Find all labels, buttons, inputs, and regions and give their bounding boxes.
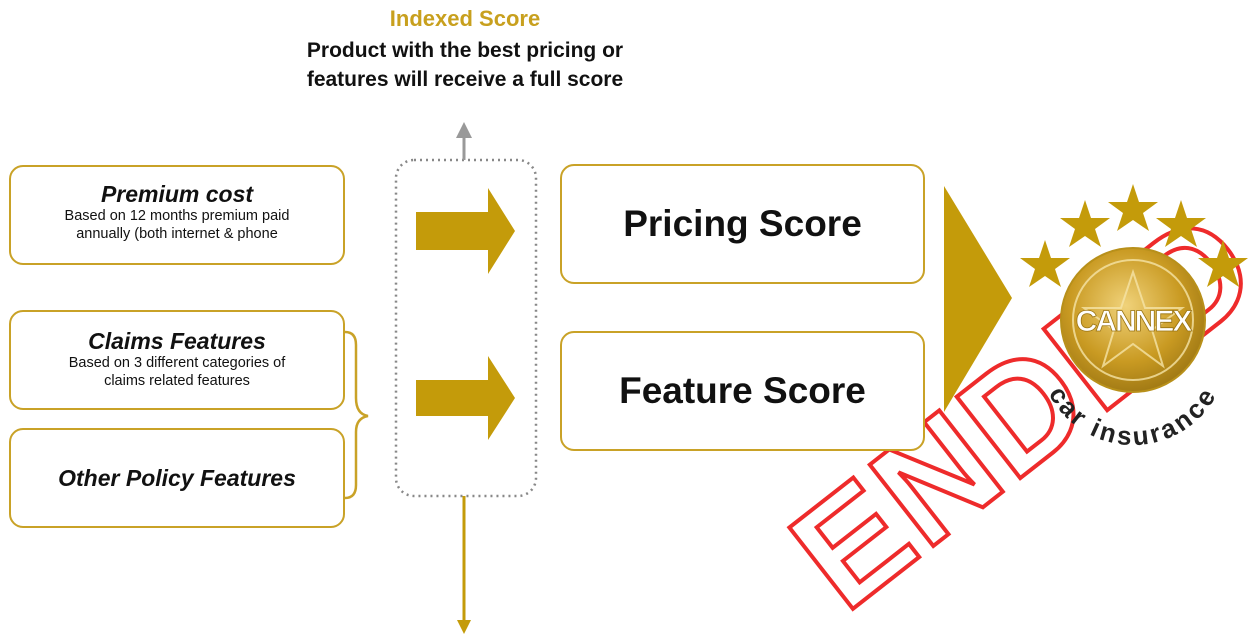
input-desc-line-1: Based on 12 months premium paid [64,208,290,224]
input-other-policy-features: Other Policy Features [9,428,345,528]
input-title: Premium cost [100,181,254,207]
feature-score-label: Feature Score [619,370,866,411]
arrow-right-pricing-icon [416,188,515,274]
rating-stars-icon [1020,184,1248,287]
input-desc-line-2: claims related features [104,373,250,389]
input-premium-cost: Premium cost Based on 12 months premium … [9,165,345,265]
arrow-up-icon [456,122,472,138]
cannex-car-insurance-logo: CANNEX car insurance [1020,184,1248,451]
indexed-score-dotted-box [394,158,538,498]
grouping-brace [344,330,369,500]
subtitle-line-1: Product with the best pricing or [306,39,624,62]
pricing-score-box: Pricing Score [560,164,925,284]
pricing-score-label: Pricing Score [623,203,862,244]
arrow-down-icon [457,620,471,634]
logo-brand-text: CANNEX [1076,305,1193,338]
indexed-score-subtitle: Product with the best pricing or feature… [0,36,930,94]
input-desc-line-1: Based on 3 different categories of [68,355,286,371]
feature-score-box: Feature Score [560,331,925,451]
arrow-right-feature-icon [416,356,515,440]
input-claims-features: Claims Features Based on 3 different cat… [9,310,345,410]
subtitle-line-2: features will receive a full score [306,68,624,91]
input-title: Other Policy Features [58,465,296,491]
indexed-score-title: Indexed Score [389,6,541,31]
input-desc-line-2: annually (both internet & phone [76,226,278,242]
arrow-right-to-logo-icon [944,186,1012,412]
input-title: Claims Features [88,328,266,354]
